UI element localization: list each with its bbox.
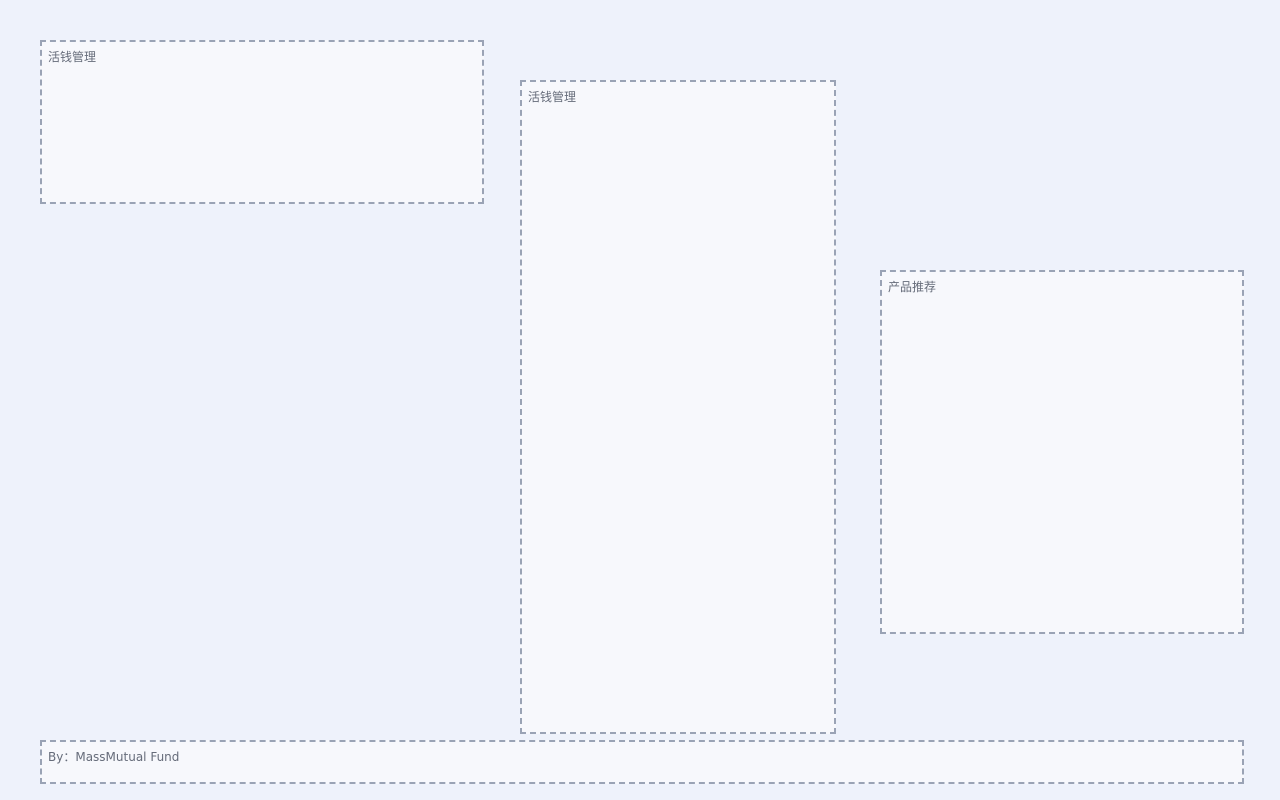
phone-mockup: 活钱管理 [520,80,836,734]
phone-title: 活钱管理 [528,90,577,104]
right-section: 产品推荐 [880,270,1244,634]
header-region: 活钱管理 [40,40,484,204]
footer: By：MassMutual Fund [40,740,1244,784]
header-title: 活钱管理 [48,50,97,64]
right-section-title: 产品推荐 [888,280,937,294]
footer-credit: By：MassMutual Fund [48,750,180,764]
